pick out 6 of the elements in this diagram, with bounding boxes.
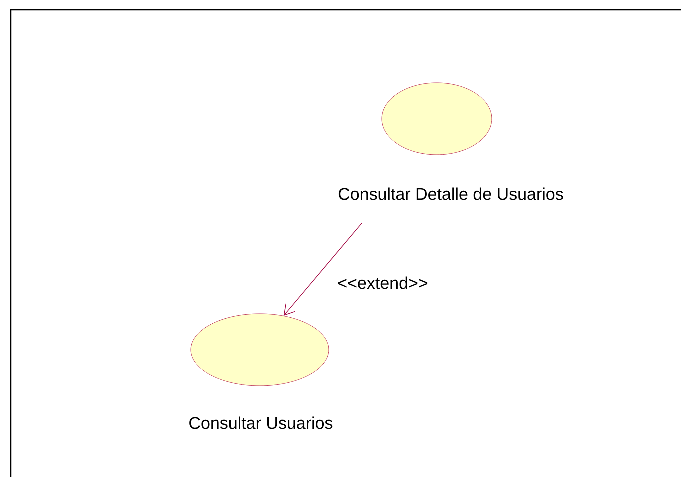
use-case: Consultar Usuarios xyxy=(190,314,333,430)
edge-label: <<extend>> xyxy=(336,276,430,290)
use-case: Consultar Detalle de Usuarios xyxy=(338,82,564,200)
node-label: Consultar Usuarios xyxy=(190,416,333,430)
arrow xyxy=(284,223,362,316)
node-label: Consultar Detalle de Usuarios xyxy=(338,188,564,200)
